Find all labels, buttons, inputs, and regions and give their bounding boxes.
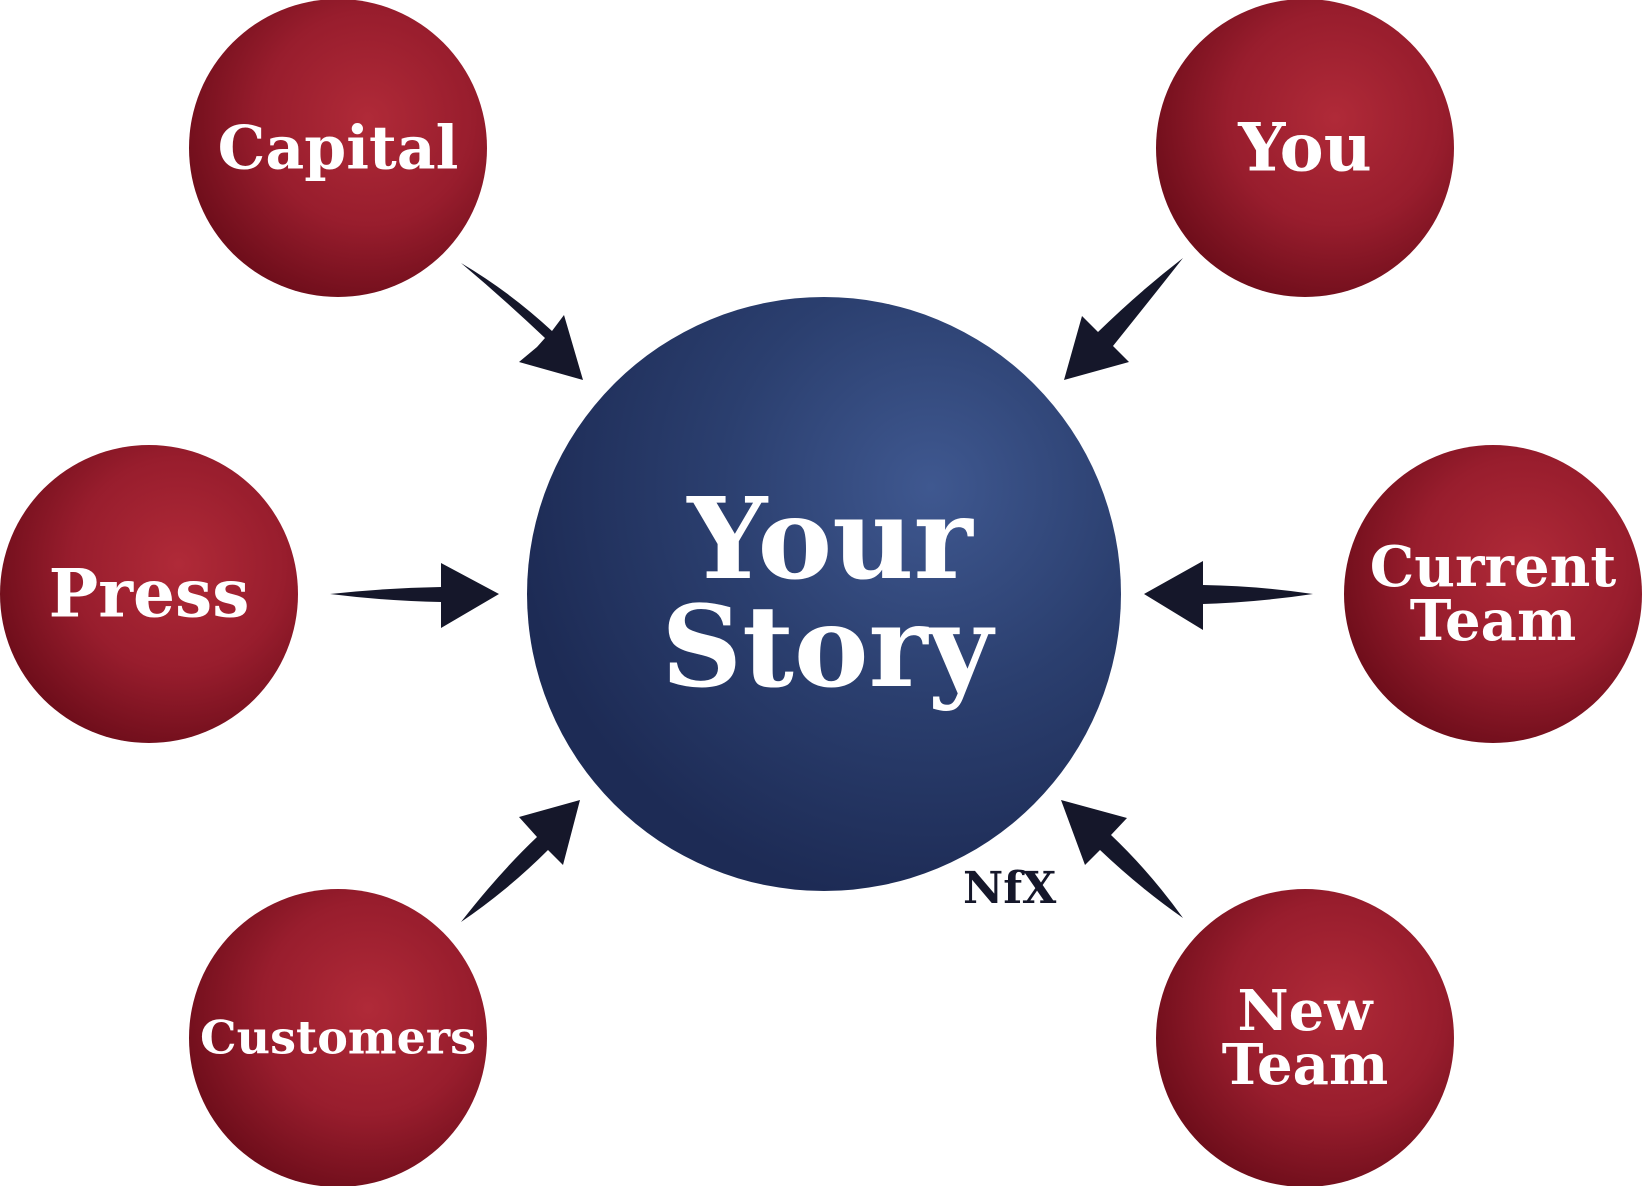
node-label-customers-line1: Customers xyxy=(200,1011,476,1065)
arrow-current-team xyxy=(1144,561,1313,630)
arrow-press xyxy=(330,563,499,628)
node-label-new-team-line2: Team xyxy=(1222,1032,1388,1098)
arrow-you xyxy=(1064,258,1183,380)
node-circle-you xyxy=(1156,0,1454,297)
node-label-current-team-line2: Team xyxy=(1410,588,1576,654)
node-label-press-line1: Press xyxy=(49,554,250,632)
arrow-customers xyxy=(461,800,580,922)
arrow-new-team xyxy=(1061,800,1183,918)
nfx-logo: NfX xyxy=(963,863,1057,914)
node-customers: Customers xyxy=(189,889,487,1186)
node-label-current-team-line1: Current xyxy=(1370,534,1617,600)
node-label-new-team-line1: New xyxy=(1237,978,1374,1044)
center-label-line1: Your xyxy=(686,474,974,605)
node-capital: Capital xyxy=(189,0,487,297)
node-label-you-line1: You xyxy=(1237,108,1371,186)
center-node: Your Story xyxy=(527,297,1121,891)
node-you: You xyxy=(1156,0,1454,297)
node-circle-press xyxy=(0,445,298,743)
node-circle-new-team xyxy=(1156,889,1454,1186)
node-circle-customers xyxy=(189,889,487,1186)
node-circle-capital xyxy=(189,0,487,297)
node-press: Press xyxy=(0,445,298,743)
arrow-capital xyxy=(461,263,583,380)
node-circle-current-team xyxy=(1344,445,1642,743)
center-label-line2: Story xyxy=(661,582,995,713)
arrows xyxy=(330,258,1313,922)
node-label-capital-line1: Capital xyxy=(218,113,459,183)
logo-text: NfX xyxy=(963,863,1057,914)
